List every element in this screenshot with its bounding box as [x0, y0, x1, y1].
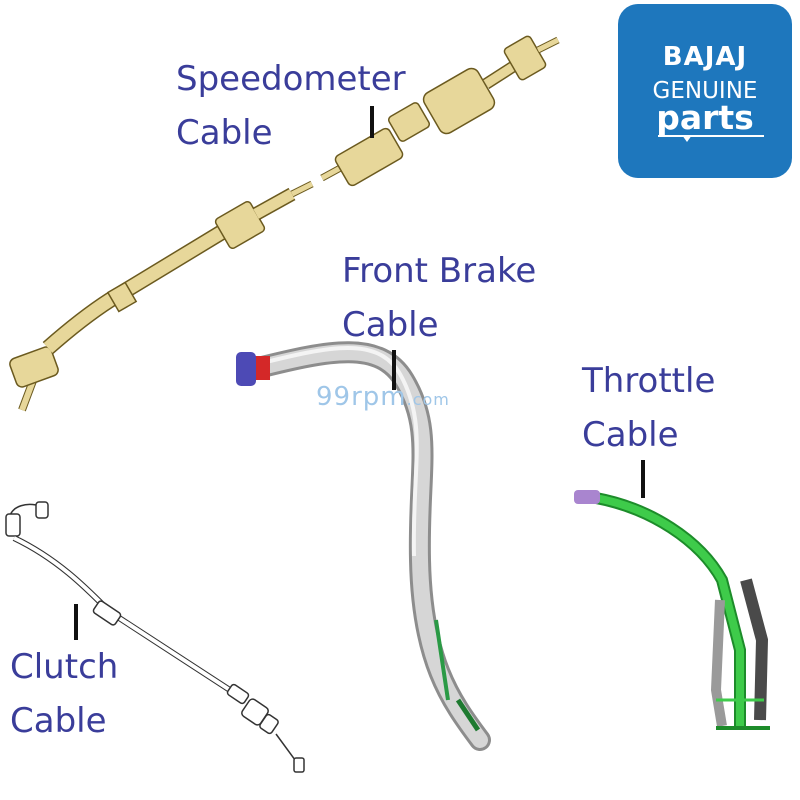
clutch-cable-label: Clutch Cable: [10, 640, 118, 748]
logo-parts: parts: [656, 98, 754, 137]
throttle-label-line1: Throttle: [582, 361, 716, 401]
site-watermark: 99rpm.com: [316, 382, 450, 412]
throttle-pointer-line: [641, 460, 645, 498]
front-brake-label-line1: Front Brake: [342, 251, 537, 291]
throttle-cable-label: Throttle Cable: [582, 354, 715, 462]
watermark-suffix: .com: [406, 390, 450, 409]
front-brake-cable-illustration: [236, 341, 491, 751]
throttle-label-line2: Cable: [582, 415, 679, 455]
watermark-main: 99rpm: [316, 382, 407, 412]
logo-brand: BAJAJ: [662, 42, 748, 72]
speedometer-label-line2: Cable: [176, 113, 273, 153]
speedometer-cable-illustration: [9, 35, 560, 412]
speedometer-cable-label: Speedometer Cable: [176, 52, 406, 160]
front-brake-pointer-line: [392, 350, 396, 390]
logo-arrow-icon: [682, 135, 692, 142]
speedometer-label-line1: Speedometer: [176, 59, 406, 99]
clutch-label-line2: Cable: [10, 701, 107, 741]
clutch-cable-illustration: [5, 501, 305, 773]
logo-genuine: GENUINE: [652, 78, 758, 104]
logo-underline: [658, 135, 764, 137]
clutch-pointer-line: [74, 604, 78, 640]
front-brake-label-line2: Cable: [342, 305, 439, 345]
clutch-label-line1: Clutch: [10, 647, 119, 687]
throttle-cable-illustration: [574, 490, 770, 730]
bajaj-genuine-parts-logo: BAJAJ GENUINE parts: [618, 4, 792, 178]
front-brake-cable-label: Front Brake Cable: [342, 244, 536, 352]
speedometer-pointer-line: [370, 106, 374, 138]
